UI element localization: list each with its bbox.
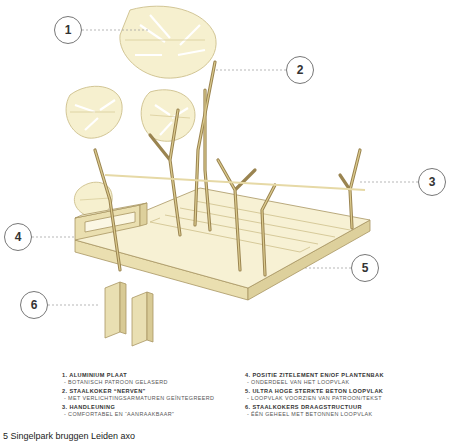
leader-lines [32, 30, 418, 305]
callout-circle: 2 [286, 56, 314, 84]
callout-number: 5 [362, 262, 369, 274]
callout-number: 6 [31, 299, 38, 311]
legend-heading: 1. ALUMINIUM PLAAT [62, 373, 127, 379]
callout-circle: 3 [418, 168, 446, 196]
monstera-leaves [66, 6, 216, 217]
legend-description: - BOTANISCH PATROON GELASERD [64, 380, 168, 385]
callout-number: 1 [65, 24, 72, 36]
legend-description: - MET VERLICHTINGSARMATUREN GEÏNTEGREERD [64, 396, 214, 401]
legend-heading: 4. POSITIE ZITELEMENT EN/OF PLANTENBAK [245, 373, 384, 379]
concrete-deck [75, 188, 370, 300]
legend-description: - COMFORTABEL EN “AANRAAKBAAR” [64, 412, 174, 417]
legend-description: - ONDERDEEL VAN HET LOOPVLAK [247, 380, 349, 385]
legend-heading: 3. HANDLEUNING [62, 405, 115, 411]
figure-caption: 5 Singelpark bruggen Leiden axo [3, 431, 135, 441]
tube-highlights [95, 62, 360, 275]
legend-description: - ÉÉN GEHEEL MET BETONNEN LOOPVLAK [247, 412, 373, 417]
callout-number: 3 [429, 176, 436, 188]
legend-heading: 5. ULTRA HOGE STERKTE BETON LOOPVLAK [245, 389, 383, 395]
callout-number: 4 [15, 231, 22, 243]
steel-tube-ribs [95, 62, 360, 275]
callout-circle: 4 [4, 223, 32, 251]
callout-circle: 5 [351, 254, 379, 282]
legend-heading: 2. STAALKOKER “NERVEN” [62, 389, 146, 395]
handrail [105, 175, 365, 190]
callout-number: 2 [297, 64, 304, 76]
legend-description: - LOOPVLAK VOORZIEN VAN PATROON/TEKST [247, 396, 382, 401]
callout-circle: 1 [54, 16, 82, 44]
support-legs [105, 282, 153, 346]
callout-circle: 6 [20, 291, 48, 319]
leaf-slits [75, 15, 205, 135]
legend-heading: 6. STAALKOKERS DRAAGSTRUCTUUR [245, 405, 362, 411]
